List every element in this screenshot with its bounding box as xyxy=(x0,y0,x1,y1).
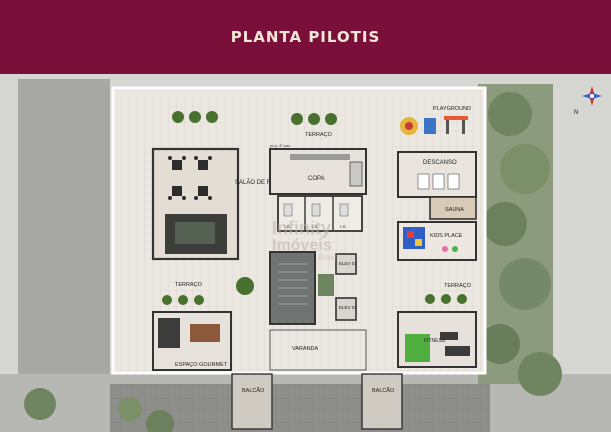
descanso-label: DESCANSO xyxy=(423,160,457,166)
terraco-left-label: TERRAÇO xyxy=(175,282,203,288)
fitness-label: FITNESS xyxy=(424,338,446,344)
balcao-left xyxy=(231,373,273,430)
projection-note: proj. 4º pav. xyxy=(270,143,291,148)
espaco-gourmet-room xyxy=(152,311,232,371)
garden-trees-bottom-left xyxy=(24,388,174,432)
varanda-label: VARANDA xyxy=(292,346,319,352)
road xyxy=(18,79,110,379)
garden-trees-right xyxy=(478,84,562,396)
terraco-top-label: TERRAÇO xyxy=(305,132,333,138)
kids-place-room xyxy=(397,221,477,261)
salao-label: SALÃO DE FESTAS xyxy=(235,179,290,186)
watermark-line3: Brasil xyxy=(318,253,338,262)
kids-label: KIDS PLACE xyxy=(430,233,463,239)
terraco-right-label: TERRAÇO xyxy=(444,283,472,289)
compass-rose-icon xyxy=(582,86,602,106)
fitness-room xyxy=(397,311,477,368)
varanda-deck xyxy=(269,329,367,371)
elev1-label: ELEV 01 xyxy=(339,261,357,266)
copa-room xyxy=(269,148,367,195)
wc-a-label: I.S. xyxy=(284,224,291,229)
wc-b-label: I.S. xyxy=(312,224,319,229)
playground-equipment xyxy=(400,116,468,135)
salao-de-festas-room xyxy=(151,147,240,261)
elevator-1 xyxy=(335,253,357,275)
sauna-room xyxy=(429,196,477,220)
stair-core xyxy=(269,251,316,325)
page-header: PLANTA PILOTIS xyxy=(0,0,611,74)
floor-plan: SALÃO DE FESTAS COPA proj. 4º pav. I.S. … xyxy=(0,74,611,432)
playground-label: PLAYGROUND xyxy=(433,106,471,112)
balcao-right-label: BALCÃO xyxy=(372,387,395,394)
page-title: PLANTA PILOTIS xyxy=(230,28,381,46)
planter-icons xyxy=(162,111,467,305)
balcao-right xyxy=(361,373,403,430)
elev2-label: ELEV 02 xyxy=(339,305,357,310)
wc-block xyxy=(277,195,363,232)
elevator-2 xyxy=(335,297,357,321)
descanso-room xyxy=(397,151,477,198)
watermark: Infinity Imóveis Brasil xyxy=(272,218,338,262)
wc-c-label: I.S. xyxy=(340,224,347,229)
balcao-left-label: BALCÃO xyxy=(242,387,265,394)
shaft-garden xyxy=(318,274,334,296)
gourmet-label: ESPAÇO GOURMET xyxy=(175,362,228,368)
compass-north-label: N xyxy=(574,110,578,116)
copa-label: COPA xyxy=(308,176,325,182)
sauna-label: SAUNA xyxy=(445,207,464,213)
watermark-line2: Imóveis xyxy=(272,237,332,254)
watermark-line1: Infinity xyxy=(272,218,331,238)
